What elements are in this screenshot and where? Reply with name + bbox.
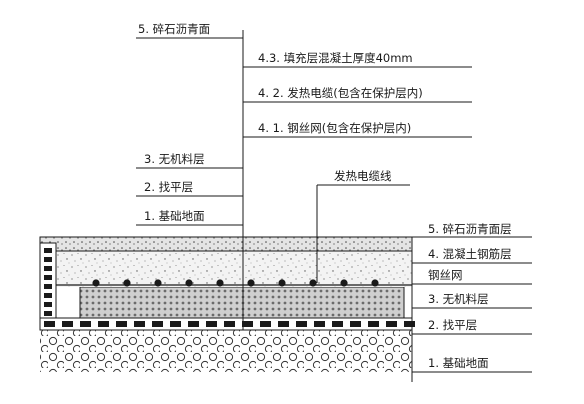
- edge-strip-hatch: [44, 248, 52, 316]
- leader-lines: [136, 30, 532, 373]
- label-surface-right: 5. 碎石沥青面层: [428, 222, 512, 236]
- leveling-dashes: [44, 321, 415, 327]
- label-inorganic-right: 3. 无机料层: [428, 292, 489, 306]
- heating-cable-dots: [92, 279, 379, 287]
- label-base-right: 1. 基础地面: [428, 356, 489, 370]
- label-filler-thickness: 4.3. 填充层混凝土厚度40mm: [258, 51, 413, 65]
- concrete-layer: [56, 251, 412, 287]
- label-leveling-right: 2. 找平层: [428, 318, 477, 332]
- base-ground-layer: [40, 330, 412, 372]
- label-concrete-right: 4. 混凝土钢筋层: [428, 247, 512, 261]
- inorganic-layer: [79, 286, 405, 319]
- label-cable-line: 发热电缆线: [334, 169, 392, 183]
- label-mesh-right: 钢丝网: [428, 268, 463, 282]
- label-inorganic-left: 3. 无机料层: [144, 152, 205, 166]
- label-leveling-left: 2. 找平层: [144, 180, 193, 194]
- label-wire-mesh: 4. 1. 钢丝网(包含在保护层内): [258, 121, 411, 135]
- label-top-surface: 5. 碎石沥青面: [138, 22, 210, 36]
- label-base-left: 1. 基础地面: [144, 209, 205, 223]
- label-heating-cable: 4. 2. 发热电缆(包含在保护层内): [258, 86, 423, 100]
- asphalt-surface-layer: [39, 236, 413, 252]
